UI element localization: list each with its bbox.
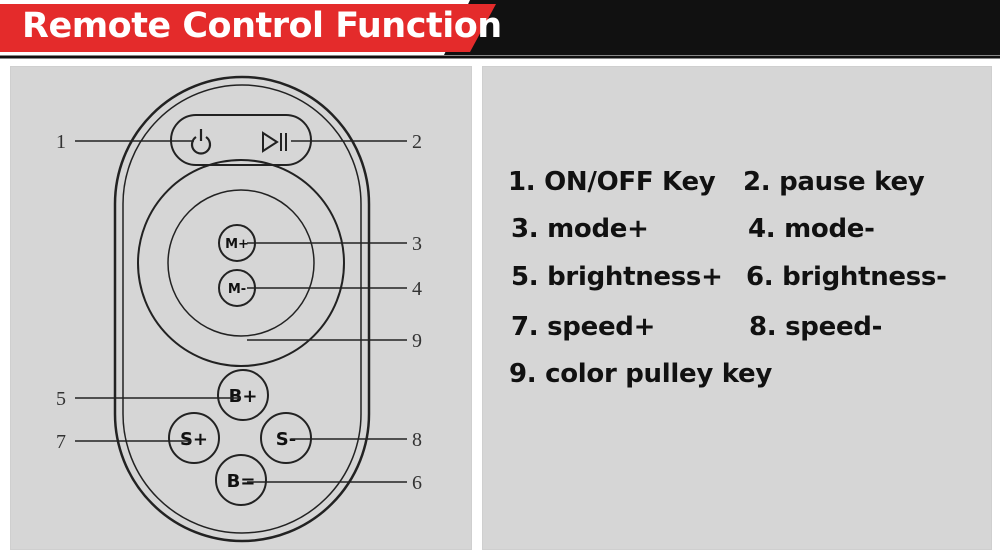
- play-pause-icon[interactable]: [262, 131, 287, 153]
- remote-diagram-panel: M+ M- B+ S+ S- B=: [10, 66, 472, 550]
- remote-inner-outline: [122, 84, 362, 534]
- callout-number-9: 9: [412, 330, 422, 352]
- power-icon[interactable]: [190, 129, 212, 155]
- callout-number-4: 4: [412, 278, 422, 300]
- speed-plus-button[interactable]: S+: [168, 412, 220, 464]
- speed-minus-label: S-: [276, 429, 296, 450]
- legend-item-1: 1. ON/OFF Key: [508, 167, 716, 197]
- callout-number-7: 7: [56, 431, 66, 453]
- callout-number-2: 2: [412, 131, 422, 153]
- legend-item-2: 2. pause key: [743, 167, 925, 197]
- callout-number-1: 1: [56, 131, 66, 153]
- legend-item-6: 6. brightness-: [746, 262, 947, 292]
- speed-plus-label: S+: [180, 429, 208, 450]
- legend-item-4: 4. mode-: [748, 214, 875, 244]
- callout-number-5: 5: [56, 388, 66, 410]
- color-wheel-inner-ring: [167, 189, 315, 337]
- mode-minus-label: M-: [228, 282, 246, 297]
- speed-minus-button[interactable]: S-: [260, 412, 312, 464]
- banner-title: Remote Control Function: [22, 6, 502, 46]
- banner-black-stripe: [444, 0, 1000, 55]
- color-wheel-outer-ring[interactable]: [137, 159, 345, 367]
- banner-red-tab: [0, 4, 496, 52]
- title-banner: [0, 0, 1000, 59]
- power-pause-pill: [170, 114, 312, 166]
- legend-item-9: 9. color pulley key: [509, 359, 772, 389]
- remote-outer-outline: [113, 75, 371, 543]
- legend-item-5: 5. brightness+: [511, 262, 723, 292]
- legend-panel: 1. ON/OFF Key 2. pause key 3. mode+ 4. m…: [482, 66, 992, 550]
- brightness-plus-label: B+: [229, 386, 258, 407]
- callout-number-6: 6: [412, 472, 422, 494]
- remote-diagram: M+ M- B+ S+ S- B=: [56, 75, 422, 543]
- legend-item-7: 7. speed+: [511, 312, 656, 342]
- brightness-plus-button[interactable]: B+: [217, 369, 269, 421]
- brightness-minus-button[interactable]: B=: [215, 454, 267, 506]
- legend-item-8: 8. speed-: [749, 312, 883, 342]
- callout-number-8: 8: [412, 429, 422, 451]
- mode-plus-label: M+: [225, 237, 249, 252]
- brightness-minus-label: B=: [227, 471, 256, 492]
- legend-item-3: 3. mode+: [511, 214, 649, 244]
- callout-number-3: 3: [412, 233, 422, 255]
